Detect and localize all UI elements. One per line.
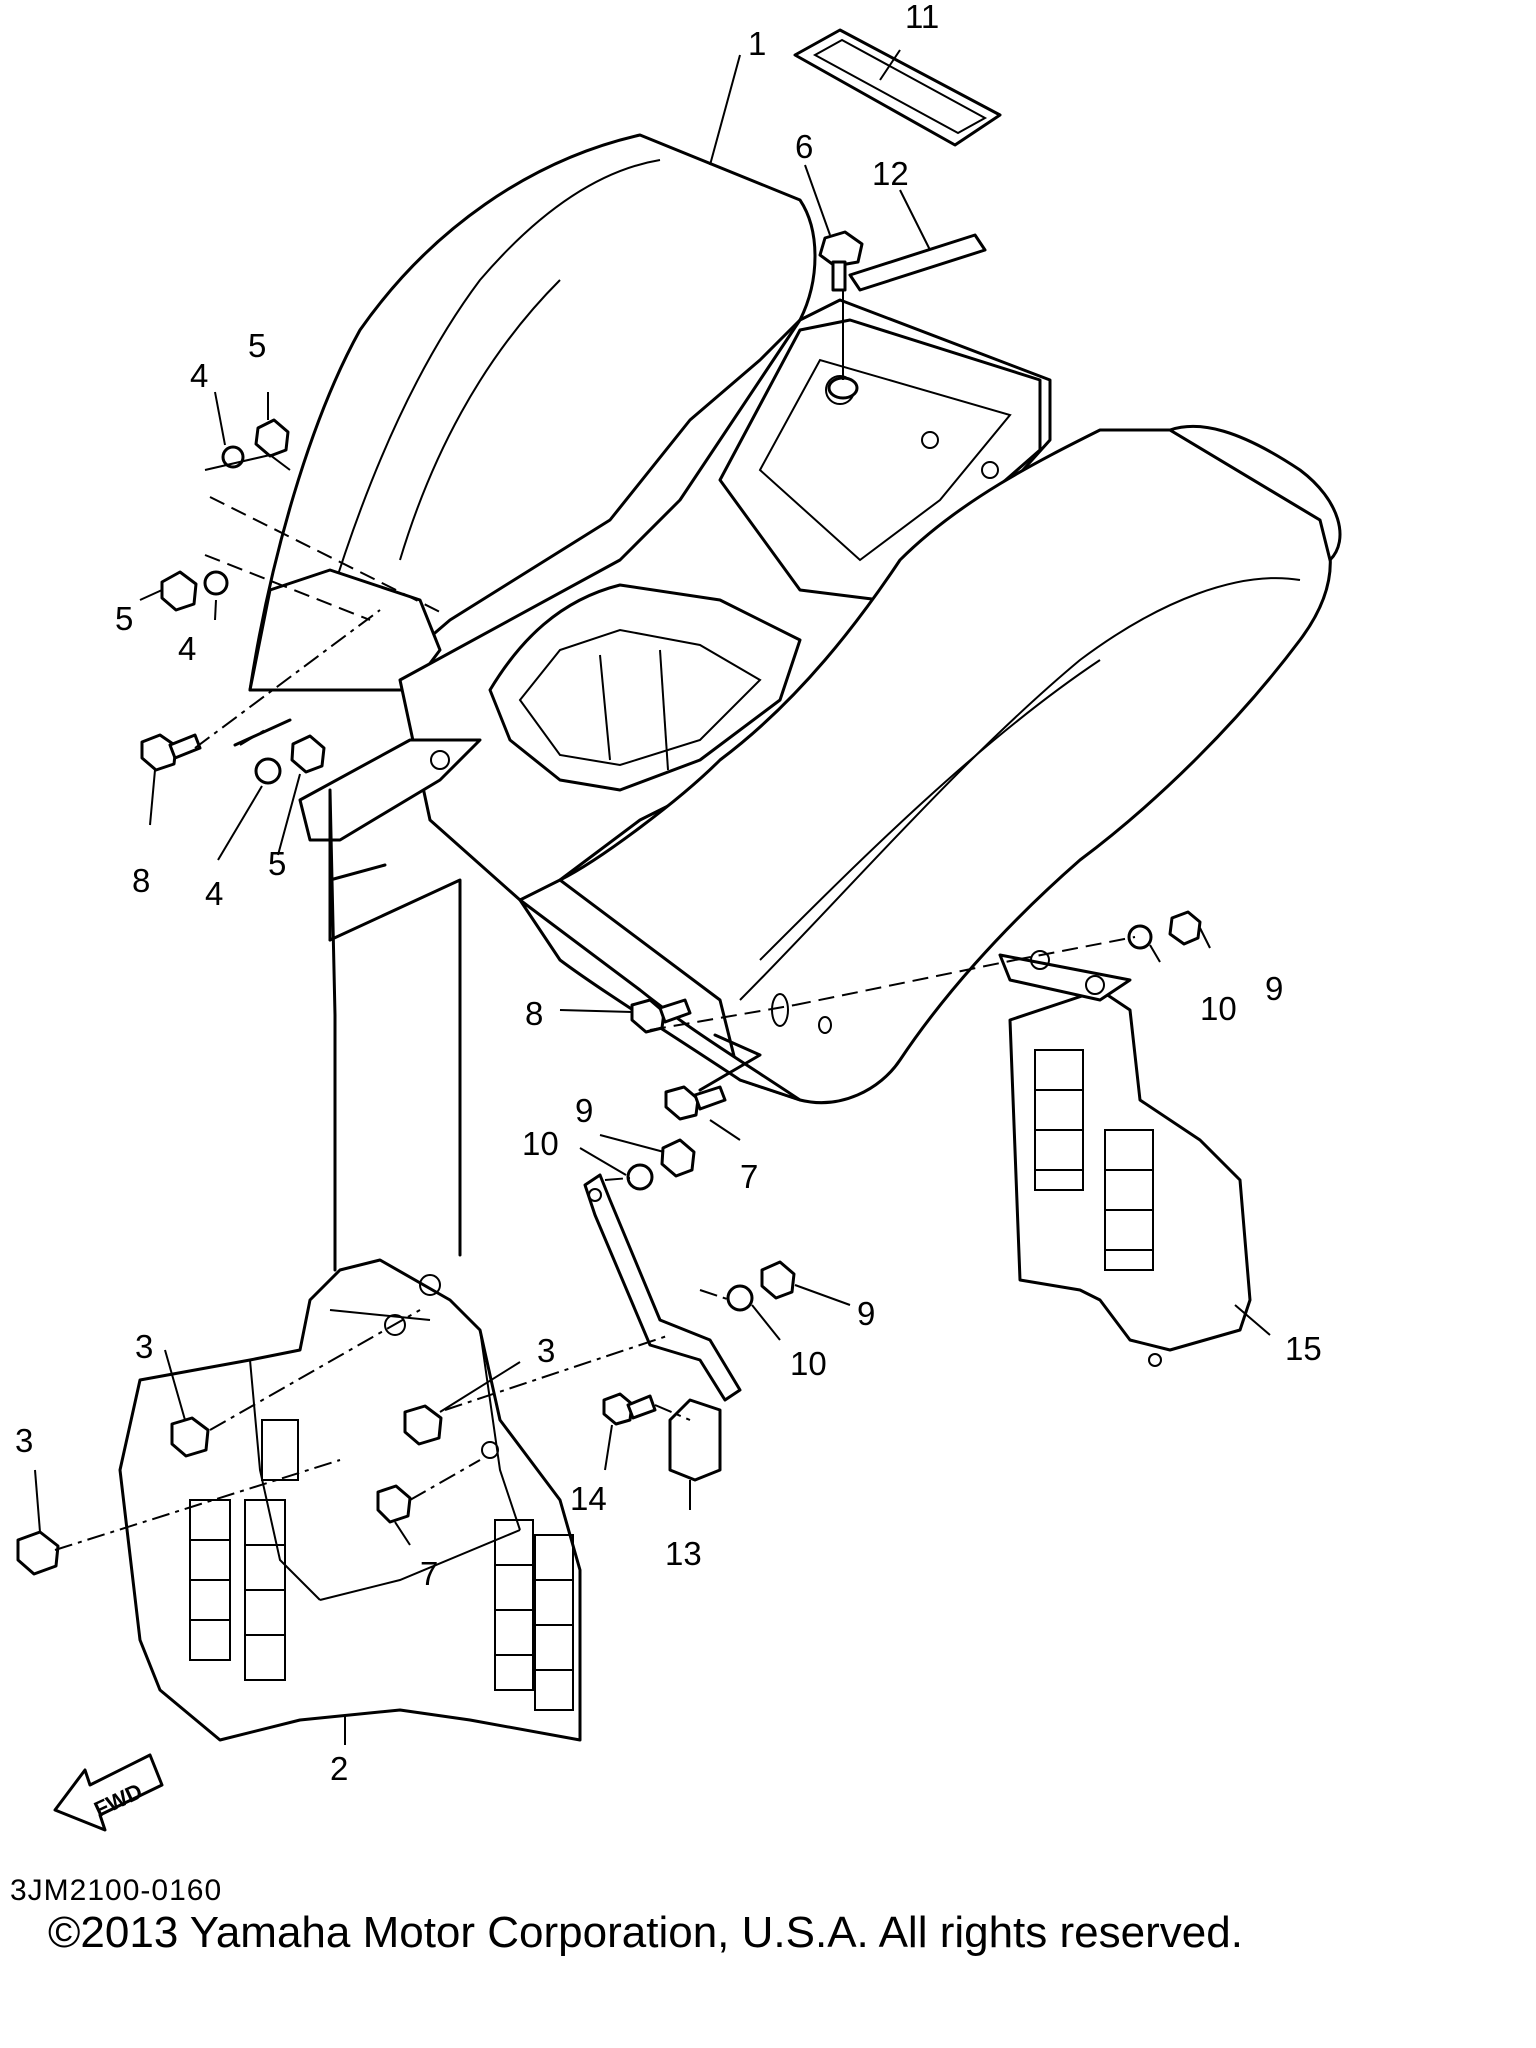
copyright-notice: ©2013 Yamaha Motor Corporation, U.S.A. A… — [48, 1908, 1243, 1957]
mud-flap-guard — [118, 1258, 582, 1742]
right-louvers — [494, 1519, 574, 1711]
callout-7-right: 7 — [740, 1158, 758, 1195]
callout-1: 1 — [748, 25, 766, 62]
callout-2: 2 — [330, 1750, 348, 1787]
callout-12: 12 — [872, 155, 909, 192]
callout-6: 6 — [795, 128, 813, 165]
callout-10-center: 10 — [522, 1125, 559, 1162]
callout-8-left: 8 — [132, 862, 150, 899]
callout-numbers: 1 2 3 3 3 4 4 4 5 5 5 6 7 7 8 8 9 9 9 10… — [15, 0, 1322, 1787]
callout-3-center: 3 — [537, 1332, 555, 1369]
fwd-arrow: FWD — [53, 1753, 164, 1832]
left-louvers — [189, 1419, 299, 1681]
callout-11: 11 — [905, 0, 939, 35]
callout-9-lower: 9 — [857, 1295, 875, 1332]
callout-3-far-left: 3 — [15, 1422, 33, 1459]
bolt-6 — [818, 230, 864, 400]
callout-7-lower: 7 — [420, 1555, 438, 1592]
stay-bracket — [583, 1173, 742, 1482]
callout-5-left: 5 — [115, 600, 133, 637]
callout-4-mid: 4 — [205, 875, 223, 912]
drawing-code: 3JM2100-0160 — [10, 1874, 223, 1907]
callout-15: 15 — [1285, 1330, 1322, 1367]
label-sticker — [848, 233, 987, 292]
callout-4-left: 4 — [178, 630, 196, 667]
callout-3-left: 3 — [135, 1328, 153, 1365]
callout-10-lower: 10 — [790, 1345, 827, 1382]
callout-13: 13 — [665, 1535, 702, 1572]
callout-8-right: 8 — [525, 995, 543, 1032]
callout-5-top: 5 — [248, 327, 266, 364]
callout-14: 14 — [570, 1480, 607, 1517]
side-guard — [998, 950, 1252, 1367]
strap — [793, 28, 1002, 147]
callout-9-right: 9 — [1265, 970, 1283, 1007]
leader-lines — [34, 49, 1271, 1745]
callout-10-right: 10 — [1200, 990, 1237, 1027]
hardware — [16, 418, 1202, 1576]
callout-4-top: 4 — [190, 357, 208, 394]
callout-9-center: 9 — [575, 1092, 593, 1129]
rear-fender — [248, 133, 1342, 1105]
callout-5-mid: 5 — [268, 845, 286, 882]
